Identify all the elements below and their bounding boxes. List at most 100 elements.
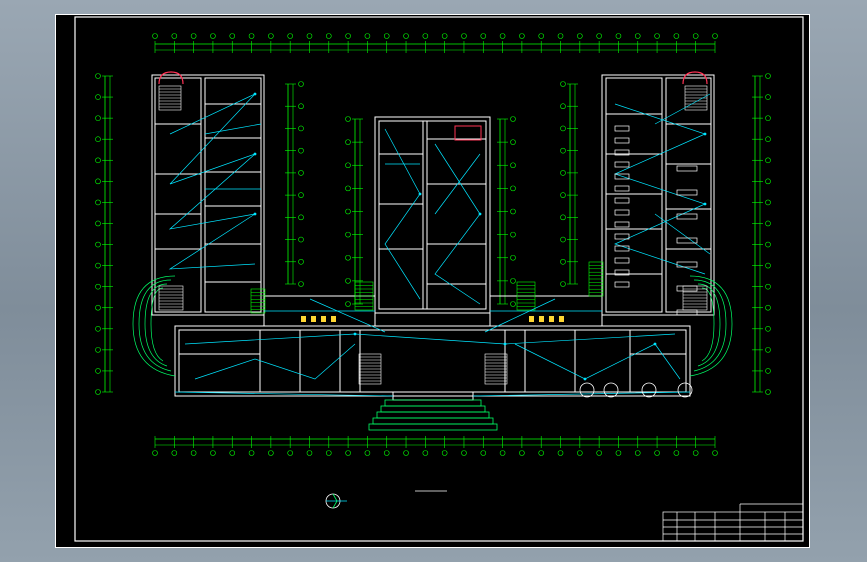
axis-bubble (480, 450, 487, 456)
axis-bubble (422, 33, 429, 39)
axis-bubble (95, 241, 101, 248)
axis-bubble (171, 33, 178, 39)
axis-bubble (95, 283, 101, 290)
axis-bubble (95, 178, 101, 185)
wiring-junction (653, 342, 657, 346)
wiring-run (654, 93, 711, 255)
wiring-junction (583, 377, 587, 381)
axis-bubble (560, 258, 566, 265)
axis-bubble (712, 33, 718, 39)
axis-bubble (268, 33, 274, 39)
axis-bubble (765, 220, 771, 227)
axis-bubble (403, 450, 409, 456)
axis-bubble (298, 81, 304, 87)
axis-bubble (765, 368, 771, 374)
wiring-junction (353, 332, 357, 336)
title-block (662, 503, 804, 542)
axis-bubble (615, 33, 622, 39)
axis-bubble (95, 325, 101, 332)
north-arrow-icon (325, 493, 347, 509)
axis-bubble (364, 33, 371, 39)
curved-corner-steps-right (689, 275, 733, 377)
axis-bubble (95, 368, 101, 374)
axis-bubble (345, 185, 351, 192)
axis-bubble (538, 450, 545, 456)
axis-bubble (765, 199, 771, 206)
axis-bubble (306, 33, 313, 39)
axis-bubble (596, 450, 602, 456)
axis-bubble (95, 115, 101, 121)
axis-bubble (306, 450, 313, 456)
wiring-run (614, 103, 706, 275)
axis-bubble (95, 199, 101, 206)
outer-frame (55, 14, 810, 548)
elevator-shaft (454, 125, 482, 141)
wiring-junction (253, 152, 257, 156)
axis-bubble (383, 33, 390, 39)
axis-bubble (765, 157, 771, 164)
axis-bubble (765, 178, 771, 185)
axis-bubble (510, 116, 516, 122)
axis-bubble (560, 103, 566, 110)
axis-bubble (190, 33, 197, 39)
axis-bubble (95, 304, 101, 311)
axis-bubble (95, 94, 101, 100)
axis-bubble (268, 450, 274, 456)
axis-bubble (519, 33, 525, 39)
axis-bubble (765, 325, 771, 332)
axis-bubble (210, 33, 216, 39)
axis-bubble (765, 94, 771, 100)
axis-bubble (345, 162, 351, 169)
axis-bubble (765, 262, 771, 269)
axis-bubble (765, 136, 771, 142)
wiring-run (194, 343, 356, 380)
axis-bubble (95, 136, 101, 142)
right-dimension-line (752, 73, 771, 395)
axis-bubble (95, 157, 101, 164)
axis-bubble (560, 281, 566, 287)
axis-bubble (171, 450, 178, 456)
axis-bubble (765, 304, 771, 311)
axis-bubble (596, 33, 602, 39)
axis-bubble (654, 450, 660, 456)
axis-bubble (560, 192, 566, 198)
axis-bubble (152, 450, 158, 456)
axis-bubble (634, 450, 641, 456)
wiring-run (514, 343, 681, 380)
axis-bubble (673, 33, 680, 39)
axis-bubble (248, 33, 255, 39)
axis-bubble (510, 139, 516, 145)
axis-bubble (560, 147, 566, 154)
axis-bubble (441, 33, 448, 39)
axis-bubble (95, 73, 101, 79)
axis-bubble (287, 450, 293, 456)
axis-bubble (345, 116, 351, 122)
left-dimension-line (95, 73, 113, 395)
axis-bubble (345, 208, 351, 215)
axis-bubble (560, 214, 566, 221)
axis-bubble (480, 33, 487, 39)
axis-bubble (577, 33, 583, 39)
axis-bubble (298, 192, 304, 198)
axis-bubble (364, 450, 371, 456)
axis-bubble (560, 236, 566, 243)
wiring-junction (703, 132, 707, 136)
axis-bubble (499, 33, 506, 39)
axis-bubble (615, 450, 622, 456)
axis-bubble (229, 33, 236, 39)
entrance-steps (368, 399, 498, 431)
wiring-run (434, 143, 481, 305)
axis-bubble (499, 450, 506, 456)
axis-bubble (403, 33, 409, 39)
axis-bubble (95, 220, 101, 227)
bottom-dimension-line (152, 436, 718, 456)
axis-bubble (345, 33, 351, 39)
wiring-junction (478, 212, 482, 216)
axis-bubble (673, 450, 680, 456)
axis-bubble (298, 125, 304, 132)
axis-bubble (461, 33, 467, 39)
wiring-run (184, 333, 676, 345)
round-columns (579, 382, 693, 398)
axis-bubble (298, 170, 304, 176)
axis-bubble (560, 81, 566, 87)
